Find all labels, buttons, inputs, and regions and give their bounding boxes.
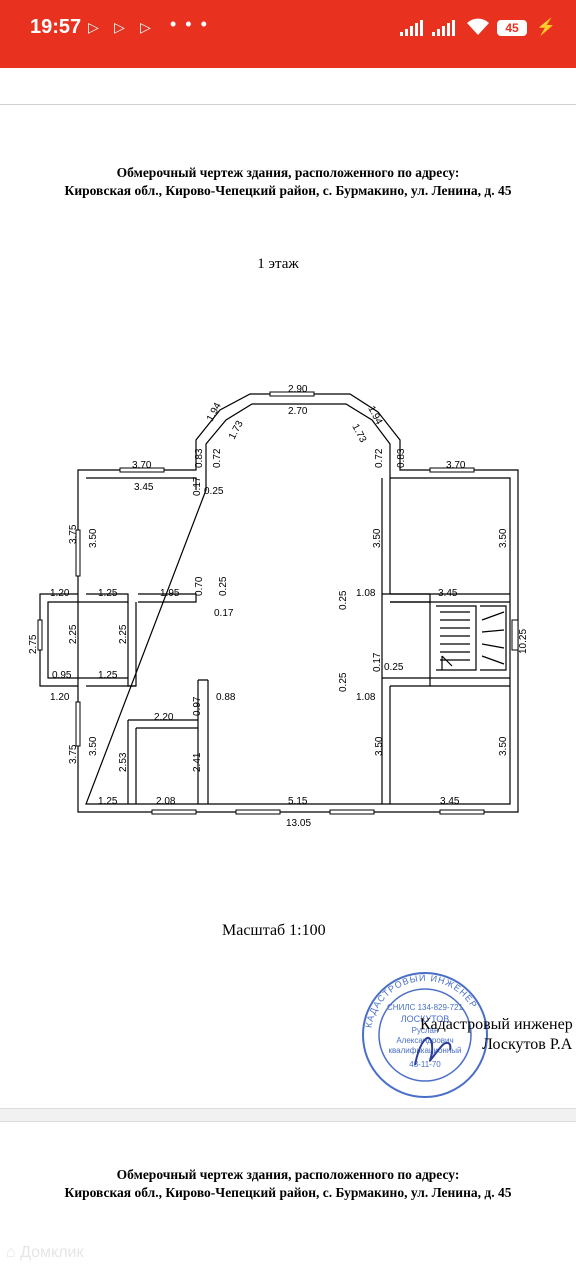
dim-corridor-top-b: 1.95 xyxy=(160,588,180,599)
dim-bay-side-outer-right: 1.94 xyxy=(365,404,384,427)
dim-top-right-outer: 3.70 xyxy=(446,460,466,471)
dim-total-width: 13.05 xyxy=(286,818,311,829)
engineer-title: Кадастровый инженер xyxy=(420,1016,573,1033)
dim-right-corridor-017: 0.17 xyxy=(372,652,383,672)
play-icon: ▷ xyxy=(140,19,151,35)
dim-door-025: 0.25 xyxy=(218,576,229,596)
dim-left-upper-inner: 3.50 xyxy=(88,528,99,548)
dim-top-bay-outer: 2.90 xyxy=(288,384,308,395)
dim-right-corridor-025b: 0.25 xyxy=(384,662,404,673)
play-icon: ▷ xyxy=(114,19,125,35)
dim-bath-width: 2.20 xyxy=(154,712,174,723)
dim-bay-small-025: 0.25 xyxy=(204,486,224,497)
dim-bath-height-a: 2.53 xyxy=(118,752,129,772)
seal-number: 43-11-70 xyxy=(409,1060,441,1069)
scale-label: Масштаб 1:100 xyxy=(222,922,326,939)
dim-bottom-left-b: 2.08 xyxy=(156,796,176,807)
seal-first-name: Руслан xyxy=(412,1026,439,1035)
engineer-block: Кадастровый инженер Лоскутов Р.А xyxy=(420,1015,573,1055)
battery-icon: 45 xyxy=(497,20,527,36)
play-icon: ▷ xyxy=(88,19,99,35)
dim-bottom-center: 5.15 xyxy=(288,796,308,807)
dim-bay-wall-right-inner: 0.72 xyxy=(374,448,385,468)
dim-bay-small-017: 0.17 xyxy=(192,476,203,496)
dim-right-corridor-108-bottom: 1.08 xyxy=(356,692,376,703)
dim-bay-wall-left-outer: 0.83 xyxy=(194,448,205,468)
dim-center-lower: 3.50 xyxy=(374,736,385,756)
dim-bay-side-inner-left: 1.73 xyxy=(227,419,246,442)
dim-bay-wall-right-outer: 0.83 xyxy=(396,448,407,468)
dim-left-upper-outer: 3.75 xyxy=(68,524,79,544)
dim-door-017: 0.17 xyxy=(214,608,234,619)
dim-corridor-top-a: 1.25 xyxy=(98,588,118,599)
dim-lower-wall-088: 0.88 xyxy=(216,692,236,703)
dim-top-left-outer: 3.70 xyxy=(132,460,152,471)
dim-right-room-345-top: 3.45 xyxy=(438,588,458,599)
dim-top-bay-inner: 2.70 xyxy=(288,406,308,417)
charging-icon: ⚡ xyxy=(536,19,556,36)
page-divider xyxy=(0,1108,576,1122)
dim-right-corridor-025-bottom: 0.25 xyxy=(338,672,349,692)
dim-left-lower-outer: 3.75 xyxy=(68,744,79,764)
signal-icon xyxy=(400,20,423,36)
next-page-title-line2: Кировская обл., Кирово-Чепецкий район, с… xyxy=(64,1185,512,1200)
dim-right-upper-room: 3.50 xyxy=(498,528,509,548)
dim-porch-top: 1.20 xyxy=(50,588,70,599)
dim-bath-height-b: 2.41 xyxy=(192,752,203,772)
signal-icon xyxy=(432,20,455,36)
document-title-line2: Кировская обл., Кирово-Чепецкий район, с… xyxy=(64,183,512,198)
dim-porch-height: 2.75 xyxy=(28,634,39,654)
dim-center-upper-left: 3.50 xyxy=(372,528,383,548)
dim-bottom-left-a: 1.25 xyxy=(98,796,118,807)
floor-plan: 2.90 2.70 1.94 1.73 1.94 1.73 0.83 0.72 … xyxy=(28,384,529,829)
seal-snils: СНИЛС 134-829-721 xyxy=(387,1003,463,1012)
dim-left-lower-inner: 3.50 xyxy=(88,736,99,756)
next-page-title-line1: Обмерочный чертеж здания, расположенного… xyxy=(116,1167,460,1182)
dim-right-lower-room: 3.50 xyxy=(498,736,509,756)
more-notifications-icon: • • • xyxy=(170,14,209,34)
status-bar: 19:57 ▷ ▷ ▷ • • • 45 ⚡ xyxy=(0,0,576,68)
seal-qualification: квалификационный xyxy=(389,1046,462,1055)
dim-top-left-inner: 3.45 xyxy=(134,482,154,493)
dim-door-070: 0.70 xyxy=(194,576,205,596)
dim-bay-side-outer-left: 1.94 xyxy=(205,401,224,424)
previous-page-edge xyxy=(0,68,576,108)
seal-name: ЛОСКУТОВ xyxy=(401,1014,450,1024)
dim-stair-width: 10.25 xyxy=(518,629,529,654)
dim-bay-side-inner-right: 1.73 xyxy=(349,422,368,445)
dim-porch-inner: 2.25 xyxy=(68,624,79,644)
domclick-watermark-logo: ⌂ Домклик xyxy=(6,1244,84,1261)
dim-bay-wall-left-inner: 0.72 xyxy=(212,448,223,468)
document-title-line1: Обмерочный чертеж здания, расположенного… xyxy=(116,165,460,180)
cadastral-seal: КАДАСТРОВЫЙ ИНЖЕНЕР СНИЛС 134-829-721 ЛО… xyxy=(362,972,488,1098)
dim-porch-bottom-inner: 0.95 xyxy=(52,670,72,681)
wifi-icon xyxy=(467,18,489,35)
engineer-name: Лоскутов Р.А xyxy=(482,1036,573,1053)
dim-hall-inner-height: 2.25 xyxy=(118,624,129,644)
dim-hall-bottom: 1.25 xyxy=(98,670,118,681)
status-time: 19:57 xyxy=(30,16,82,38)
dim-right-corridor-025-top: 0.25 xyxy=(338,590,349,610)
dim-porch-bottom: 1.20 xyxy=(50,692,70,703)
dim-right-corridor-108-top: 1.08 xyxy=(356,588,376,599)
dim-lower-wall-097: 0.97 xyxy=(192,696,203,716)
signature-icon xyxy=(414,1037,452,1066)
floor-label: 1 этаж xyxy=(257,256,299,272)
dim-bottom-right: 3.45 xyxy=(440,796,460,807)
